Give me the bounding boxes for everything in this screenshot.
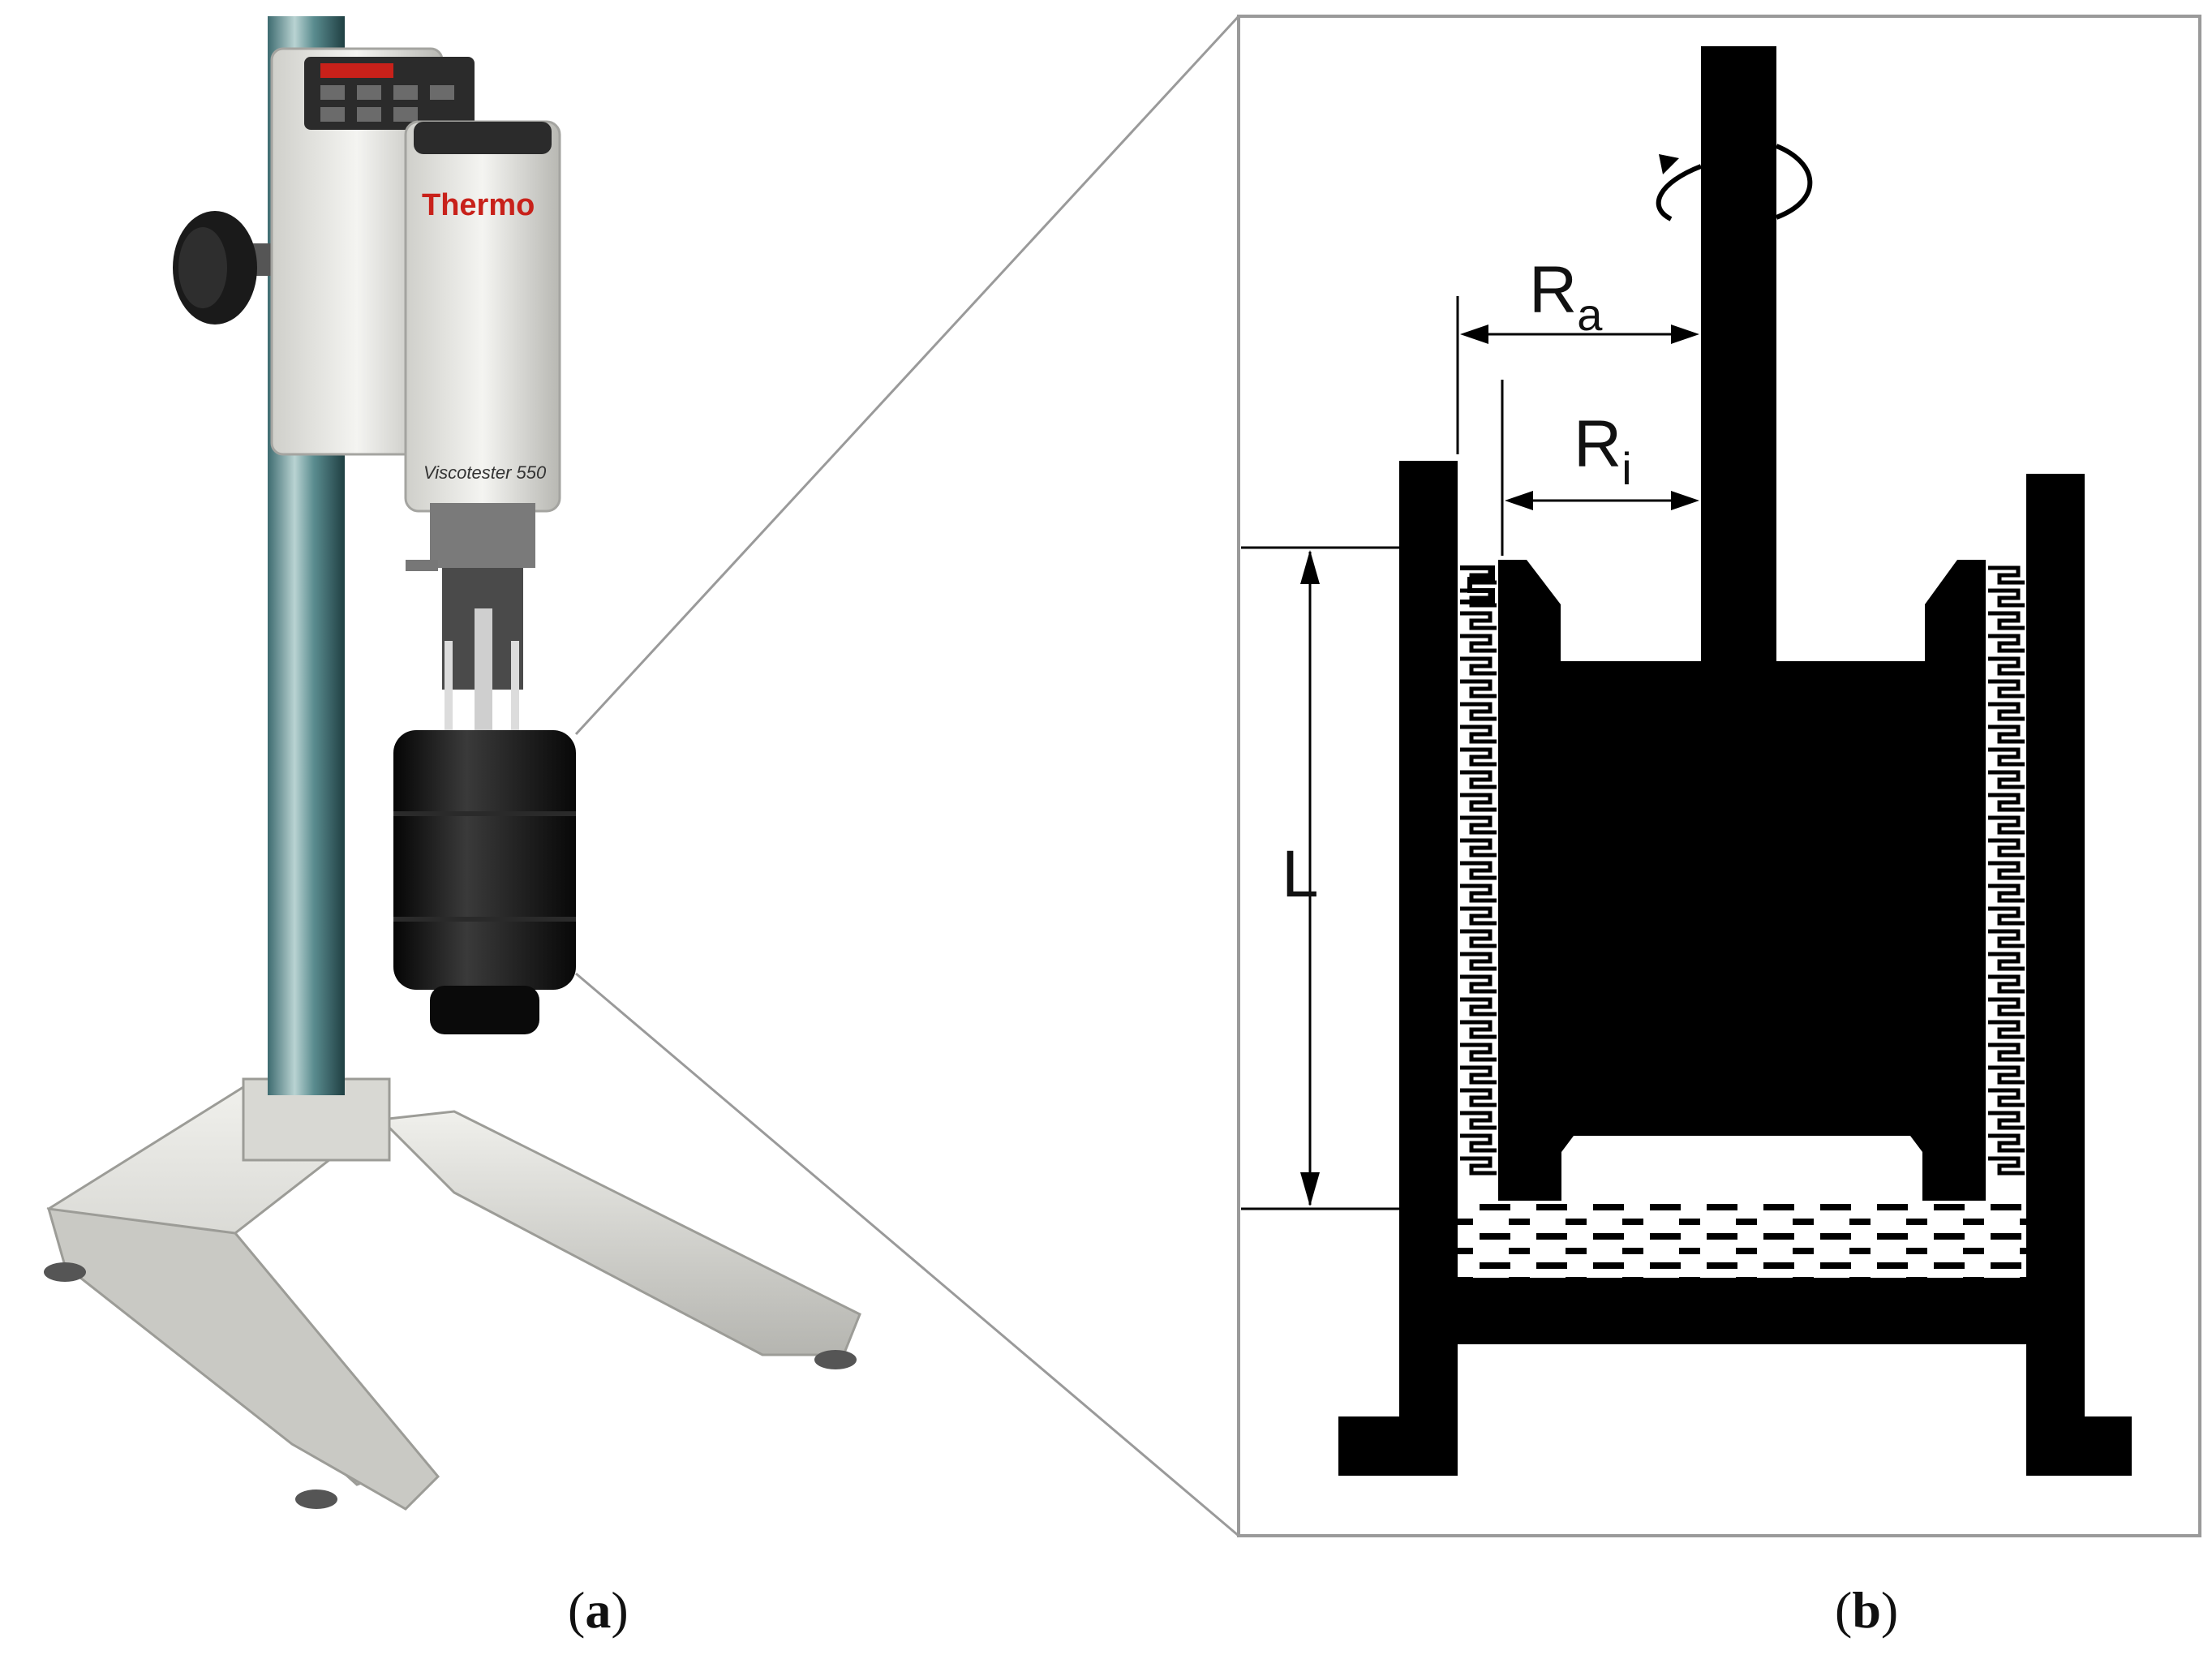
spindle-housing bbox=[430, 503, 535, 568]
cup-bottom bbox=[430, 986, 539, 1034]
ra-label-sub: a bbox=[1577, 289, 1603, 340]
stand-foot bbox=[44, 1262, 86, 1282]
sample-fluid-bottom bbox=[1458, 1201, 2026, 1278]
stand-base-front-bar bbox=[46, 1207, 440, 1511]
l-arrowhead-bottom bbox=[1300, 1172, 1320, 1206]
ri-arrowhead-right bbox=[1671, 491, 1699, 510]
zoom-connector-top bbox=[574, 15, 1240, 736]
caption-b-close: ) bbox=[1880, 1581, 1899, 1639]
outer-cup-foot-right bbox=[2026, 1416, 2132, 1476]
ri-arrowhead-left bbox=[1505, 491, 1533, 510]
stand-base-right-leg bbox=[378, 1110, 861, 1356]
caption-a-letter: a bbox=[585, 1581, 612, 1639]
outer-cup-left-wall bbox=[1399, 461, 1458, 1416]
caption-b-open: ( bbox=[1835, 1581, 1853, 1639]
caption-a-close: ) bbox=[611, 1581, 629, 1639]
caption-a-open: ( bbox=[568, 1581, 586, 1639]
control-buttons bbox=[320, 85, 454, 122]
outer-cup-leg-right bbox=[2026, 1344, 2085, 1417]
measuring-cup bbox=[393, 730, 576, 990]
sample-fluid-gap-left bbox=[1458, 560, 1498, 1209]
ri-label-main: R bbox=[1574, 407, 1621, 481]
caption-b-letter: b bbox=[1852, 1581, 1881, 1639]
zoom-connector-bottom bbox=[575, 972, 1239, 1537]
cup-ridge bbox=[393, 811, 576, 816]
set-screw-icon bbox=[406, 560, 438, 571]
model-label: Viscotester 550 bbox=[423, 462, 547, 483]
caption-b: (b) bbox=[1835, 1580, 1898, 1640]
clamp-knob-icon bbox=[173, 211, 284, 325]
caption-a: (a) bbox=[568, 1580, 629, 1640]
outer-cup-foot-left bbox=[1338, 1416, 1458, 1476]
viscometer-illustration: Thermo Viscotester 550 bbox=[44, 16, 861, 1511]
spindle-guard-right bbox=[511, 641, 519, 746]
ra-arrowhead-right bbox=[1671, 325, 1699, 344]
rotation-arrow-icon bbox=[1656, 144, 1813, 221]
cup-ridge bbox=[393, 917, 576, 922]
ri-label: Ri bbox=[1574, 407, 1632, 494]
rotor-bob bbox=[1498, 560, 1986, 1201]
l-label: L bbox=[1282, 837, 1319, 911]
fluid-meander bbox=[1460, 565, 1497, 1176]
rotor-shaft bbox=[1701, 46, 1776, 671]
outer-cup-floor bbox=[1458, 1278, 2026, 1344]
ra-arrowhead-left bbox=[1460, 325, 1488, 344]
outer-cup-right-wall bbox=[2026, 474, 2085, 1416]
stand-foot bbox=[295, 1490, 337, 1509]
fluid-meander bbox=[1988, 565, 2025, 1176]
sample-fluid-gap-right bbox=[1986, 560, 2026, 1209]
stand-foot bbox=[814, 1350, 857, 1369]
spindle-guard-left bbox=[445, 641, 453, 746]
display-readout bbox=[320, 63, 393, 78]
motor-column bbox=[404, 120, 561, 513]
spindle-shaft bbox=[475, 608, 492, 738]
ra-label: Ra bbox=[1529, 253, 1603, 340]
outer-cup-leg-left bbox=[1399, 1344, 1458, 1417]
schematic-panel: Ra Ri L bbox=[1237, 15, 2201, 1537]
ri-label-sub: i bbox=[1621, 443, 1631, 494]
l-arrowhead-top bbox=[1300, 550, 1320, 584]
motor-cap bbox=[414, 122, 552, 154]
brand-logo: Thermo bbox=[422, 188, 535, 222]
ra-label-main: R bbox=[1529, 253, 1577, 327]
